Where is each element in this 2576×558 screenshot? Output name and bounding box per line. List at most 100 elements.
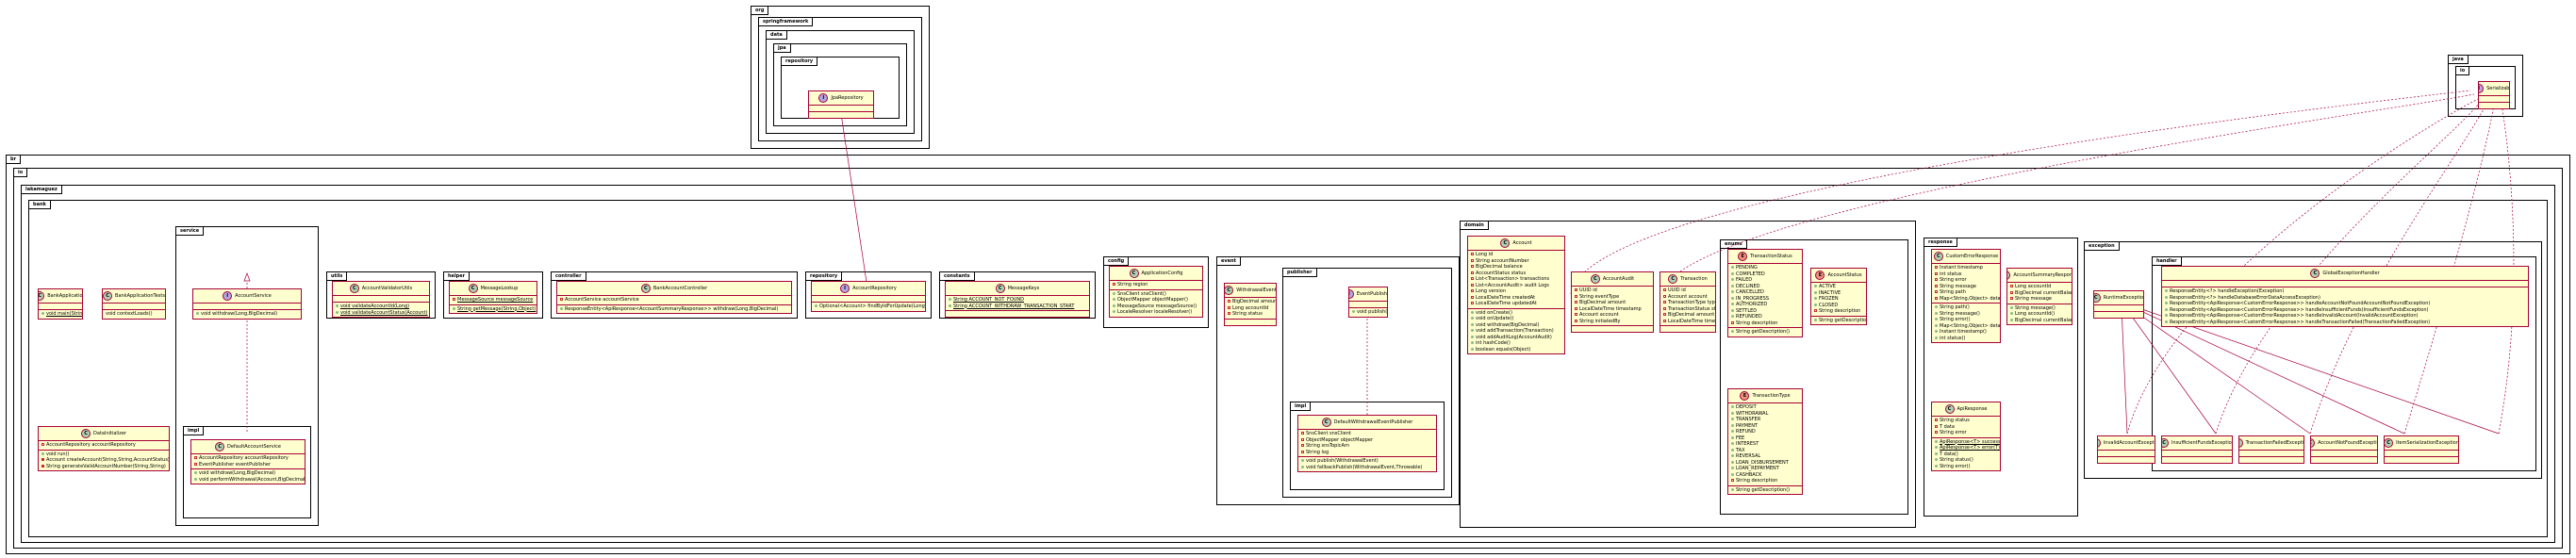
public-visibility-icon — [2165, 320, 2168, 323]
method-row: String getDescription() — [1814, 318, 1866, 324]
public-visibility-icon — [1731, 430, 1734, 433]
private-visibility-icon — [1301, 444, 1304, 447]
public-visibility-icon — [1471, 329, 1474, 332]
member-text: String region — [1117, 282, 1148, 287]
public-visibility-icon — [1352, 310, 1355, 313]
field-row: String description — [1814, 308, 1863, 315]
class-name: BankAccountController — [652, 285, 708, 291]
field-row: T data — [1935, 424, 1997, 431]
public-visibility-icon — [194, 471, 197, 474]
field-row: SETTLED — [1731, 308, 1799, 315]
package-label: impl — [183, 426, 205, 435]
class-methods: void publish(WithdrawalEvent)void fallba… — [1298, 457, 1436, 471]
private-visibility-icon — [560, 298, 563, 301]
member-text: LOAN_DISBURSEMENT — [1736, 459, 1789, 466]
field-row: EventPublisher eventPublisher — [194, 462, 302, 468]
public-visibility-icon — [336, 310, 339, 314]
class-account-not-found-exception: CAccountNotFoundException — [2310, 435, 2378, 464]
field-row: AccountRepository accountRepository — [194, 455, 302, 462]
class-name: AccountSummaryResponse — [2013, 271, 2072, 278]
member-text: String generateValidAccountNumber(String… — [46, 463, 166, 469]
class-methods: ResponseEntity<?> handleException(Except… — [2162, 287, 2528, 326]
public-visibility-icon — [1731, 278, 1734, 281]
edge-transactionfailed-runtime — [2128, 306, 2311, 435]
member-text: String getDescription() — [1736, 329, 1791, 335]
member-text: String log — [1306, 449, 1329, 455]
member-text: void publish(WithdrawalEvent) — [1306, 458, 1379, 464]
class-badge-icon: C — [2162, 438, 2170, 448]
member-text: REFUND — [1736, 429, 1756, 435]
field-row: Account account — [1663, 294, 1712, 301]
public-visibility-icon — [196, 312, 199, 315]
class-methods: String getDescription() — [1811, 317, 1866, 325]
member-text: int status() — [1940, 335, 1966, 341]
member-text: UUID id — [1579, 287, 1597, 293]
public-visibility-icon — [1731, 271, 1734, 275]
member-text: AccountService accountService — [565, 297, 639, 303]
member-text: AccountRepository accountRepository — [199, 455, 289, 461]
package-label: config — [1103, 256, 1130, 266]
method-row: void publish(WithdrawalEvent) — [1301, 458, 1433, 465]
edge-arrowhead — [243, 272, 251, 282]
member-text: BigDecimal currentBalance — [2015, 289, 2072, 296]
member-text: ResponseEntity<?> handleDatabaseErrorDat… — [2170, 294, 2320, 301]
interface-badge-icon: I — [223, 291, 233, 301]
class-serializable: ISerializable — [2478, 81, 2510, 109]
public-visibility-icon — [1731, 303, 1734, 305]
method-row: String message() — [2010, 305, 2069, 312]
member-text: Instant timestamp() — [1940, 329, 1987, 335]
public-visibility-icon — [1935, 318, 1938, 320]
member-text: String path — [1940, 289, 1966, 295]
class-fields — [2098, 451, 2155, 457]
private-visibility-icon — [1814, 309, 1817, 312]
field-row: String accountNumber — [1471, 258, 1561, 265]
method-row: ResponseEntity<ApiResponse<CustomErrorRe… — [2165, 301, 2525, 307]
member-text: String getMessage(String,Object) — [457, 305, 537, 312]
interface-badge-icon: I — [2479, 84, 2485, 93]
member-text: PAYMENT — [1736, 422, 1759, 429]
member-text: String message — [2015, 296, 2052, 302]
field-row: String message — [2010, 296, 2069, 303]
class-methods: void contextLoads() — [103, 310, 165, 319]
field-row: String message — [1935, 284, 1997, 290]
member-text: ACTIVE — [1819, 284, 1836, 289]
public-visibility-icon — [1814, 297, 1817, 300]
member-text: BigDecimal amount — [1232, 299, 1277, 304]
public-visibility-icon — [1731, 405, 1734, 408]
member-text: void addTransaction(Transaction) — [1476, 328, 1554, 334]
field-row: String ACCOUNT_WITHDRAW_TRANSACTION_STAR… — [949, 304, 1086, 310]
public-visibility-icon — [1731, 266, 1734, 269]
private-visibility-icon — [1935, 424, 1938, 428]
field-row: FAILED — [1731, 277, 1799, 284]
private-visibility-icon — [1663, 301, 1666, 304]
member-text: CANCELLED — [1736, 289, 1764, 295]
member-text: Map<String,Object> details() — [1940, 322, 2001, 329]
package-label: jpa — [773, 43, 791, 53]
package-label: java — [2448, 55, 2469, 64]
public-visibility-icon — [1113, 291, 1115, 295]
member-text: Instant timestamp — [1940, 265, 1983, 271]
public-visibility-icon — [1935, 336, 1938, 339]
member-text: REVERSAL — [1736, 453, 1761, 459]
class-methods: void withdraw(Long,BigDecimal) — [193, 310, 301, 319]
member-text: void onCreate() — [1476, 309, 1512, 316]
field-row: LocalDateTime createdAt — [1471, 295, 1561, 302]
member-text: FAILED — [1736, 277, 1753, 283]
field-row: INTEREST — [1731, 441, 1799, 448]
public-visibility-icon — [1935, 446, 1938, 449]
class-methods: String path()String message()String erro… — [1932, 304, 2000, 342]
member-text: AccountRepository accountRepository — [46, 442, 136, 448]
private-visibility-icon — [1575, 301, 1577, 304]
edge-accountrepository-jparepository — [839, 107, 868, 289]
member-text: FROZEN — [1819, 296, 1839, 302]
field-row: String description — [1731, 478, 1799, 484]
